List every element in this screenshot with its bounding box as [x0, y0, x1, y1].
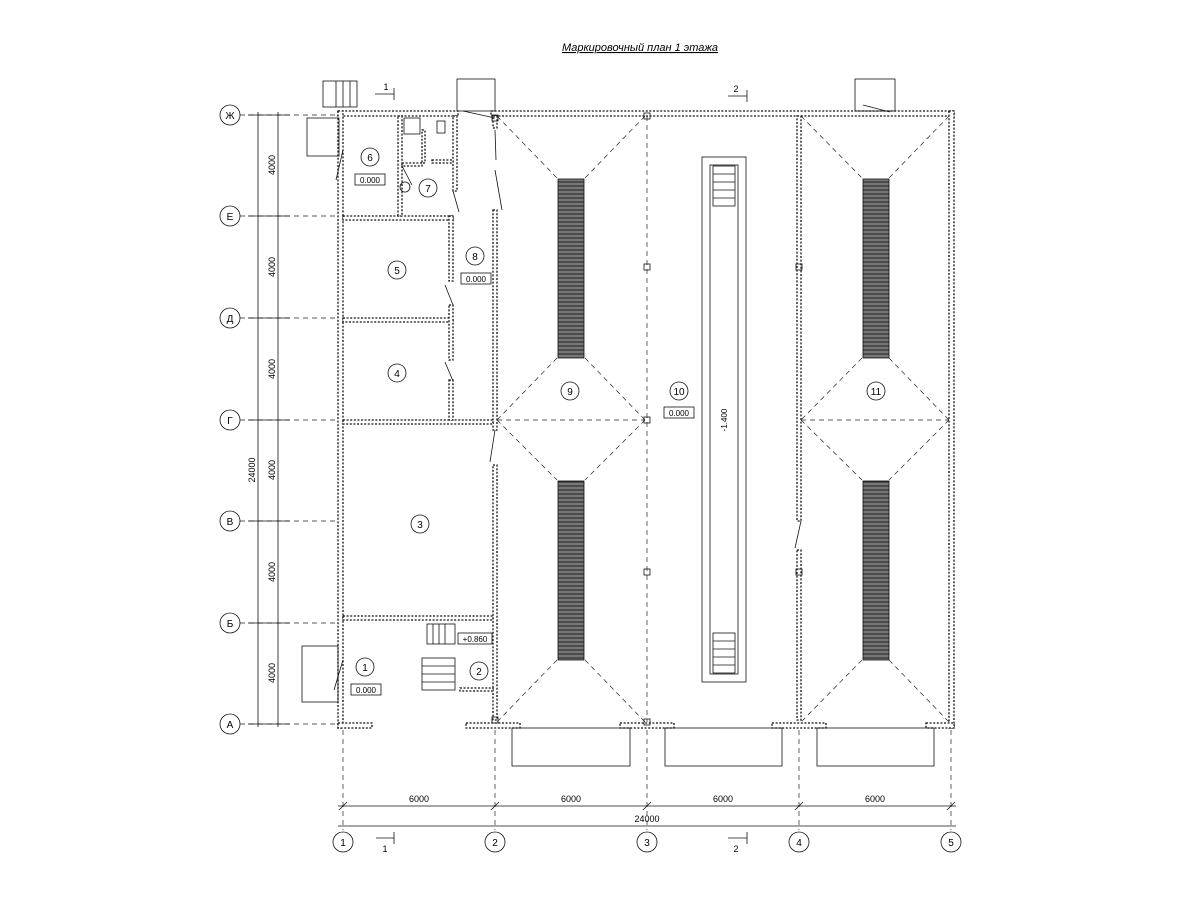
section-label: 1: [382, 844, 387, 854]
dimension-label: 6000: [409, 794, 429, 804]
dimension-label: 6000: [713, 794, 733, 804]
room-number: 3: [417, 520, 423, 531]
interior-stairs: [421, 623, 456, 691]
dimension-label: 4000: [267, 562, 277, 582]
porches: [301, 78, 935, 767]
row-axis-label: Д: [227, 314, 234, 325]
room-number: 9: [567, 387, 573, 398]
room-number: 5: [394, 266, 400, 277]
row-axis-label: В: [227, 517, 234, 528]
column-axis-label: 1: [340, 838, 346, 849]
column-axis-label: 2: [492, 838, 498, 849]
level-marks: 0.000 0.000 0.000 0.000 +0.860: [350, 173, 695, 696]
row-axis-label: Г: [227, 416, 233, 427]
column-axis-label: 3: [644, 838, 650, 849]
central-pit: -1.400: [701, 156, 747, 683]
level-mark-room1: 0.000: [356, 686, 377, 695]
row-axis-label: А: [227, 720, 234, 731]
section-marks: 1 2 1 2: [375, 82, 748, 854]
dimension-label: 6000: [561, 794, 581, 804]
room-7: 7: [418, 178, 438, 198]
room-11: 11: [866, 381, 886, 401]
level-mark-stair: +0.860: [463, 635, 488, 644]
room-8: 8: [465, 246, 485, 266]
dimension-total-label: 24000: [247, 457, 257, 482]
room-5: 5: [387, 260, 407, 280]
column-axis-label: 4: [796, 838, 802, 849]
level-mark-room8: 0.000: [466, 275, 487, 284]
dimension-label: 4000: [267, 460, 277, 480]
section-label: 1: [383, 82, 388, 92]
room-number: 11: [871, 387, 882, 398]
room-10: 10: [669, 381, 689, 401]
dimension-total-label: 24000: [634, 814, 659, 824]
section-label: 2: [733, 84, 738, 94]
room-1: 1: [355, 657, 375, 677]
hall-markings: [496, 115, 950, 723]
columns: [491, 112, 803, 726]
section-label: 2: [733, 844, 738, 854]
equipment-strips: [557, 178, 890, 661]
exterior-walls: [337, 110, 955, 729]
room-number: 7: [425, 184, 431, 195]
room-labels: 1 2 3 4 5 6 7 8 9 10 11: [355, 147, 886, 681]
row-dimensions: 4000 4000 4000 4000 4000 4000 24000: [247, 112, 290, 727]
level-mark-room10: 0.000: [669, 409, 690, 418]
dimension-label: 4000: [267, 663, 277, 683]
level-mark-room6: 0.000: [360, 176, 381, 185]
room-number: 10: [673, 387, 685, 398]
room-2: 2: [469, 661, 489, 681]
interior-walls: [342, 115, 802, 721]
room-4: 4: [387, 363, 407, 383]
room-number: 8: [472, 252, 478, 263]
room-3: 3: [410, 514, 430, 534]
row-axis-label: Е: [227, 212, 234, 223]
sanitary-fixtures: [399, 117, 446, 193]
row-axes: Ж Е Д Г В Б А: [219, 104, 340, 735]
room-6: 6: [360, 147, 380, 167]
row-axis-label: Б: [227, 619, 234, 630]
dimension-label: 6000: [865, 794, 885, 804]
column-axis-label: 5: [948, 838, 954, 849]
dimension-label: 4000: [267, 257, 277, 277]
room-number: 6: [367, 153, 373, 164]
room-9: 9: [560, 381, 580, 401]
level-mark-pit: -1.400: [720, 408, 729, 431]
row-axis-label: Ж: [225, 111, 235, 122]
plan-title: Маркировочный план 1 этажа: [562, 42, 718, 54]
room-number: 2: [476, 667, 482, 678]
dimension-label: 4000: [267, 359, 277, 379]
room-number: 4: [394, 369, 400, 380]
doors: [333, 104, 891, 691]
dimension-label: 4000: [267, 155, 277, 175]
room-number: 1: [362, 663, 368, 674]
column-axes: 6000 6000 6000 6000 24000 1 2 3 4 5: [332, 730, 962, 853]
